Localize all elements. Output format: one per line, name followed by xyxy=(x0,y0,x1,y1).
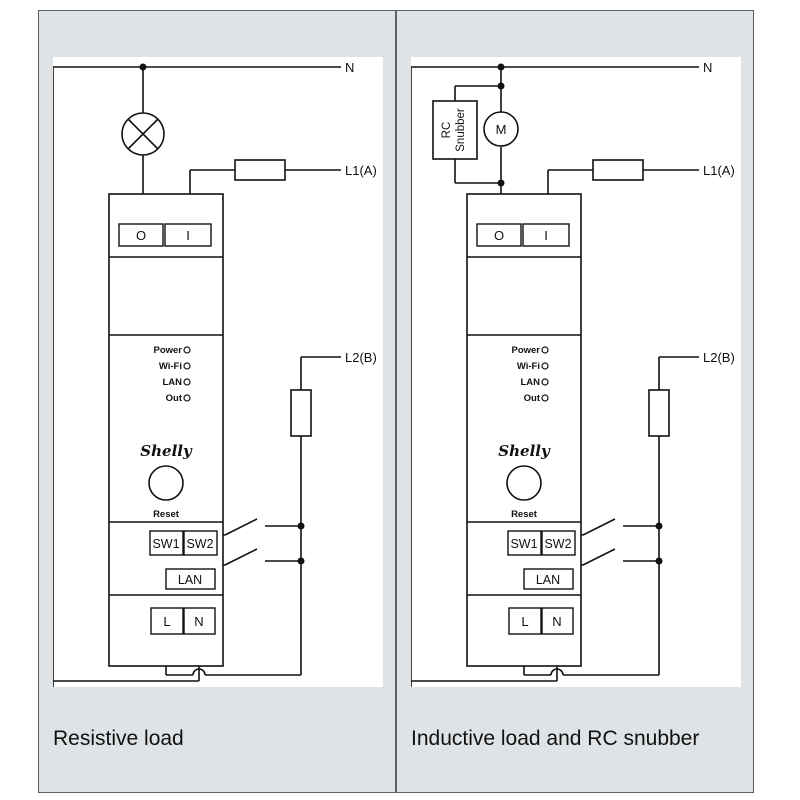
rc-snubber: RC Snubber xyxy=(432,100,478,160)
terminal-o-label: O xyxy=(494,228,504,243)
line2-label: L2(B) xyxy=(345,350,377,365)
sw1-label: SW1 xyxy=(510,537,537,551)
led-out-icon xyxy=(541,394,549,402)
reset-button[interactable] xyxy=(506,465,542,501)
fuse-l1 xyxy=(234,159,286,181)
terminal-i-label: I xyxy=(186,228,190,243)
terminal-sw1 xyxy=(507,530,542,556)
sw1-label: SW1 xyxy=(152,537,179,551)
lamp-icon xyxy=(121,112,165,156)
led-power-icon xyxy=(541,346,549,354)
terminal-l-label: L xyxy=(163,614,170,629)
brand-logo: Shelly xyxy=(140,442,193,460)
brand-logo: Shelly xyxy=(498,442,551,460)
reset-label: Reset xyxy=(511,509,538,520)
reset-label: Reset xyxy=(153,509,180,520)
led-power-label: Power xyxy=(511,345,540,356)
wiring-diagram-resistive: N L1(A) L2(B) O I Power Wi-Fi LAN Out xyxy=(53,57,383,687)
led-out-label: Out xyxy=(524,393,541,404)
terminal-sw2 xyxy=(541,530,576,556)
terminal-l-label: L xyxy=(521,614,528,629)
led-out-label: Out xyxy=(166,393,183,404)
terminal-n-label: N xyxy=(194,614,203,629)
panel-resistive-load: N L1(A) L2(B) O I Power Wi-Fi LAN Out xyxy=(38,10,396,793)
terminal-sw2 xyxy=(183,530,218,556)
fuse-l1 xyxy=(592,159,644,181)
terminal-i xyxy=(522,223,570,247)
led-wifi-label: Wi-Fi xyxy=(517,361,540,372)
lan-port-label: LAN xyxy=(536,573,560,587)
line1-label: L1(A) xyxy=(703,163,735,178)
led-lan-label: LAN xyxy=(162,377,182,388)
terminal-sw1 xyxy=(149,530,184,556)
led-lan-label: LAN xyxy=(520,377,540,388)
terminal-o-label: O xyxy=(136,228,146,243)
led-power-icon xyxy=(183,346,191,354)
led-lan-icon xyxy=(541,378,549,386)
lan-port xyxy=(523,568,574,590)
caption-inductive-load: Inductive load and RC snubber xyxy=(411,727,700,750)
terminal-i xyxy=(164,223,212,247)
led-out-icon xyxy=(183,394,191,402)
lan-port xyxy=(165,568,216,590)
terminal-o xyxy=(118,223,164,247)
panel-inductive-load: M RC Snubber N L1(A) L2(B) xyxy=(396,10,754,793)
sw2-label: SW2 xyxy=(186,537,213,551)
neutral-label: N xyxy=(345,60,354,75)
snubber-label-rc: RC xyxy=(441,122,453,139)
motor-icon: M xyxy=(483,111,519,147)
led-wifi-label: Wi-Fi xyxy=(159,361,182,372)
terminal-n xyxy=(183,607,216,635)
terminal-o xyxy=(476,223,522,247)
terminal-l xyxy=(150,607,184,635)
terminal-l xyxy=(508,607,542,635)
snubber-label-snubber: Snubber xyxy=(455,108,467,152)
line1-label: L1(A) xyxy=(345,163,377,178)
sw2-label: SW2 xyxy=(544,537,571,551)
fuse-l2 xyxy=(648,389,670,437)
led-wifi-icon xyxy=(183,362,191,370)
lan-port-label: LAN xyxy=(178,573,202,587)
led-power-label: Power xyxy=(153,345,182,356)
terminal-i-label: I xyxy=(544,228,548,243)
led-lan-icon xyxy=(183,378,191,386)
neutral-label: N xyxy=(703,60,712,75)
fuse-l2 xyxy=(290,389,312,437)
shelly-device: O I Power Wi-Fi LAN Out Shelly Reset SW1… xyxy=(108,193,224,667)
terminal-n xyxy=(541,607,574,635)
caption-resistive-load: Resistive load xyxy=(53,727,184,750)
shelly-device: O I Power Wi-Fi LAN Out Shelly Reset SW1… xyxy=(466,193,582,667)
motor-label: M xyxy=(496,122,507,137)
line2-label: L2(B) xyxy=(703,350,735,365)
reset-button[interactable] xyxy=(148,465,184,501)
led-wifi-icon xyxy=(541,362,549,370)
terminal-n-label: N xyxy=(552,614,561,629)
wiring-diagram-inductive: M RC Snubber N L1(A) L2(B) xyxy=(411,57,741,687)
